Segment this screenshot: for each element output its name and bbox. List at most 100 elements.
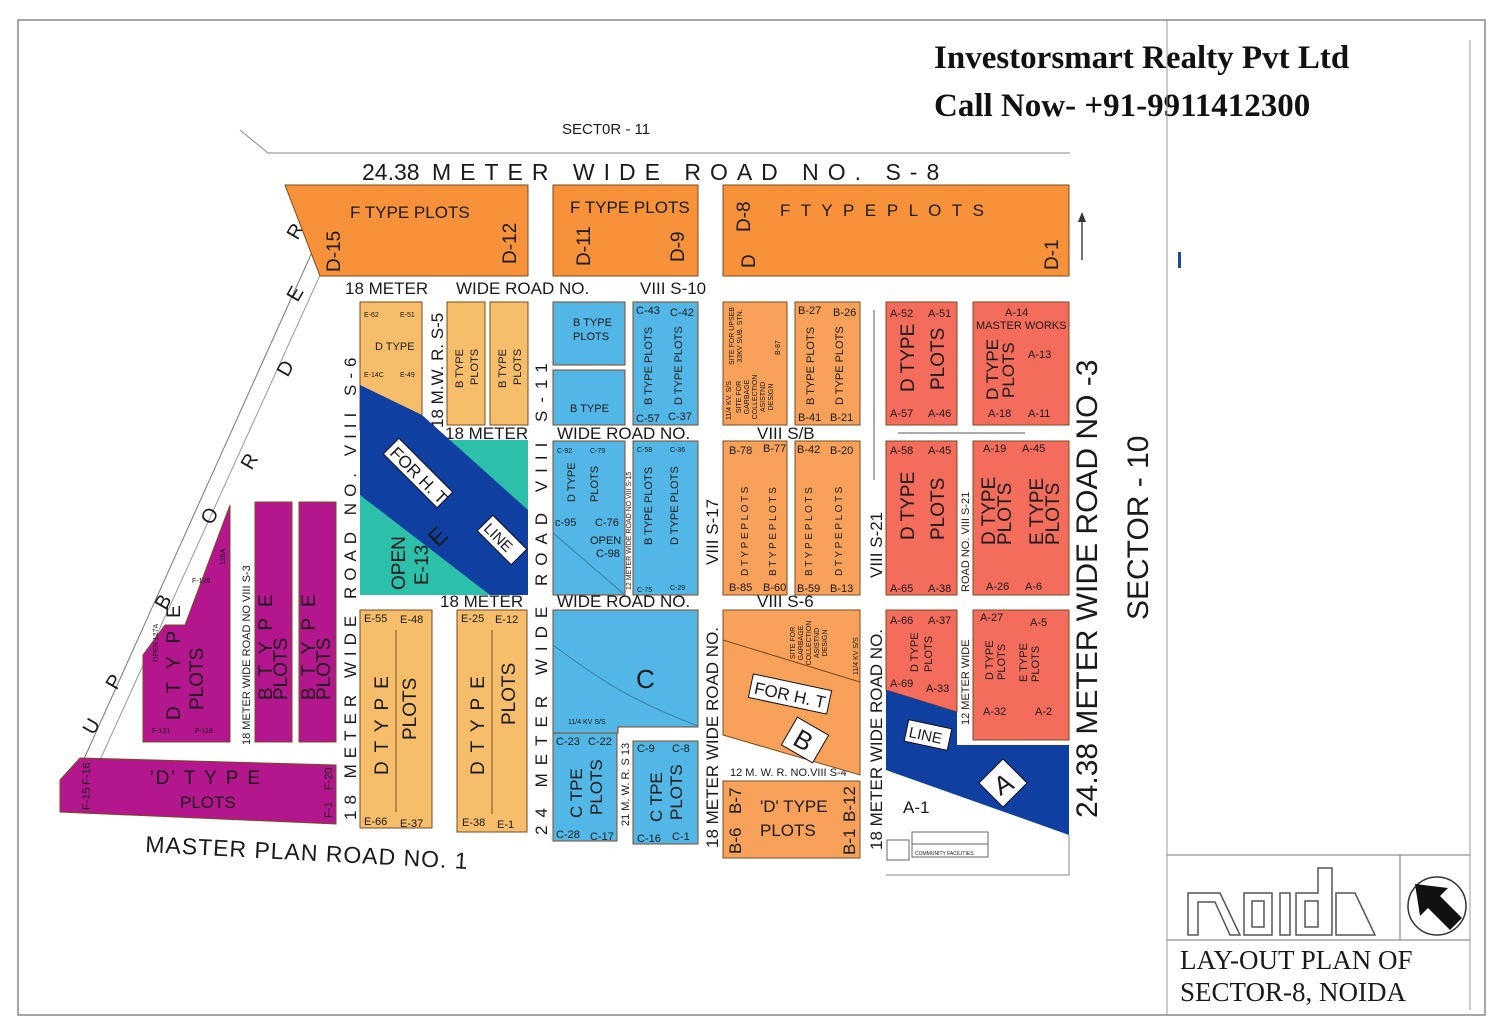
label: B-7 xyxy=(726,788,745,814)
label: A-58 xyxy=(890,445,913,457)
road-s8-label: METER WIDE ROAD NO. S-8 xyxy=(432,159,948,185)
block-f2[interactable] xyxy=(552,184,699,277)
label: A-65 xyxy=(890,583,913,595)
label: PLOTS xyxy=(400,678,421,740)
label: F TYPE PLOTS xyxy=(350,203,470,222)
road-s11-vertical: 24 METER WIDE ROAD VIII S-11 xyxy=(532,355,551,835)
block-c6[interactable] xyxy=(552,732,618,842)
label: F-128 xyxy=(192,578,210,585)
block-b5[interactable] xyxy=(722,780,861,859)
road-s13: 21 M. W. R. S 13 xyxy=(620,743,632,826)
block-a4[interactable] xyxy=(972,440,1070,596)
block-c7[interactable] xyxy=(632,740,699,845)
block-a3[interactable] xyxy=(885,440,958,596)
label: E TYPE xyxy=(1027,478,1048,545)
block-m2[interactable] xyxy=(254,501,293,743)
block-c1[interactable] xyxy=(552,301,626,366)
block-a2[interactable] xyxy=(972,301,1070,426)
block-m1[interactable] xyxy=(142,504,231,743)
border-road-line-2 xyxy=(99,239,337,761)
block-m4[interactable] xyxy=(59,757,337,825)
tag xyxy=(780,716,830,764)
map-frame xyxy=(17,19,1486,1016)
block-b2[interactable] xyxy=(794,301,861,426)
label: D xyxy=(739,254,760,268)
label: B-27 xyxy=(798,305,821,317)
label: E-14C xyxy=(364,372,384,379)
label: D-11 xyxy=(574,226,595,266)
label: D-12 xyxy=(500,223,521,264)
block-f1[interactable] xyxy=(284,184,529,277)
label: A-13 xyxy=(1028,349,1051,361)
label: D TYPE xyxy=(909,632,921,672)
block-c3[interactable] xyxy=(632,301,699,426)
label: C-29 xyxy=(670,585,685,592)
label: B-13 xyxy=(830,583,853,595)
block-c4[interactable] xyxy=(552,440,626,596)
label: B TYPE PLOTS xyxy=(643,327,655,405)
label: B T Y P E xyxy=(299,591,320,700)
label: A-38 xyxy=(928,583,951,595)
label: B-1 xyxy=(840,829,859,855)
label: A-5 xyxy=(1030,617,1047,629)
block-c-main[interactable] xyxy=(552,609,699,734)
road-s17: VIII S-17 xyxy=(703,499,722,565)
label: D TYPE xyxy=(898,472,919,540)
label: PLOTS xyxy=(999,342,1018,398)
block-b1[interactable] xyxy=(722,301,788,426)
block-e3[interactable] xyxy=(489,301,529,426)
label: LINE xyxy=(907,724,943,748)
block-m3[interactable] xyxy=(298,501,337,743)
label: C-42 xyxy=(670,307,694,319)
label: B-21 xyxy=(830,412,853,424)
label: C-58 xyxy=(637,447,652,454)
label: E-38 xyxy=(462,817,485,829)
label: D-9 xyxy=(668,231,689,262)
label: 'D' TYPE xyxy=(760,797,828,816)
label: C-28 xyxy=(556,829,580,841)
label: 11/4 KV S/S xyxy=(568,719,606,726)
road-s6-a: 18 METER xyxy=(440,592,523,611)
block-a1[interactable] xyxy=(885,301,958,426)
label: OPEN 127A xyxy=(153,624,160,662)
road-s6-vertical: 18 METER WIDE ROAD NO. VIII S-6 xyxy=(341,352,360,820)
site-boundary xyxy=(886,835,1070,876)
block-c5[interactable] xyxy=(632,440,699,596)
block-b3[interactable] xyxy=(722,440,788,596)
label: E-48 xyxy=(400,614,423,626)
community-facilities xyxy=(886,831,989,861)
border-letter: D xyxy=(273,357,299,381)
label: C-17 xyxy=(590,831,614,843)
label: PLOTS xyxy=(180,793,236,812)
garbage-site-label: SITE FOR GARBAGE COLLECTION ASISTND DESI… xyxy=(736,374,775,420)
label: PLOTS xyxy=(512,349,524,385)
road-s6-b: WIDE ROAD NO. xyxy=(557,592,690,611)
label: PLOTS xyxy=(760,821,816,840)
label: 11/4 KV S/S xyxy=(853,637,860,675)
block-b4[interactable] xyxy=(794,440,861,596)
label: C-92 xyxy=(557,448,572,455)
label: A-51 xyxy=(928,308,951,320)
label: B TYPE xyxy=(497,349,509,388)
master-plan-road-1: MASTER PLAN ROAD NO. 1 xyxy=(145,831,470,874)
road-sb-c: VIII S/B xyxy=(757,424,815,443)
block-e2[interactable] xyxy=(446,301,486,426)
label: F TYPE PLOTS xyxy=(570,198,690,217)
block-a6[interactable] xyxy=(972,609,1070,741)
label: D T Y P E xyxy=(164,601,185,720)
label: B-60 xyxy=(763,582,786,594)
label: A-27 xyxy=(980,612,1003,624)
label: B-85 xyxy=(729,582,752,594)
label: D-8 xyxy=(734,201,755,232)
block-c2[interactable] xyxy=(552,369,626,426)
block-f3[interactable] xyxy=(722,184,1070,277)
label: D TYPE PLOTS xyxy=(673,326,685,405)
label: A-37 xyxy=(928,615,951,627)
label: B-77 xyxy=(763,443,786,455)
border-letter: O xyxy=(197,504,224,528)
label: A-69 xyxy=(890,678,913,690)
label: B T Y P E P L O T S xyxy=(804,487,815,576)
label: A-46 xyxy=(928,408,951,420)
label: MASTER WORKS xyxy=(976,320,1066,332)
label: B TYPE PLOTS xyxy=(643,467,655,545)
